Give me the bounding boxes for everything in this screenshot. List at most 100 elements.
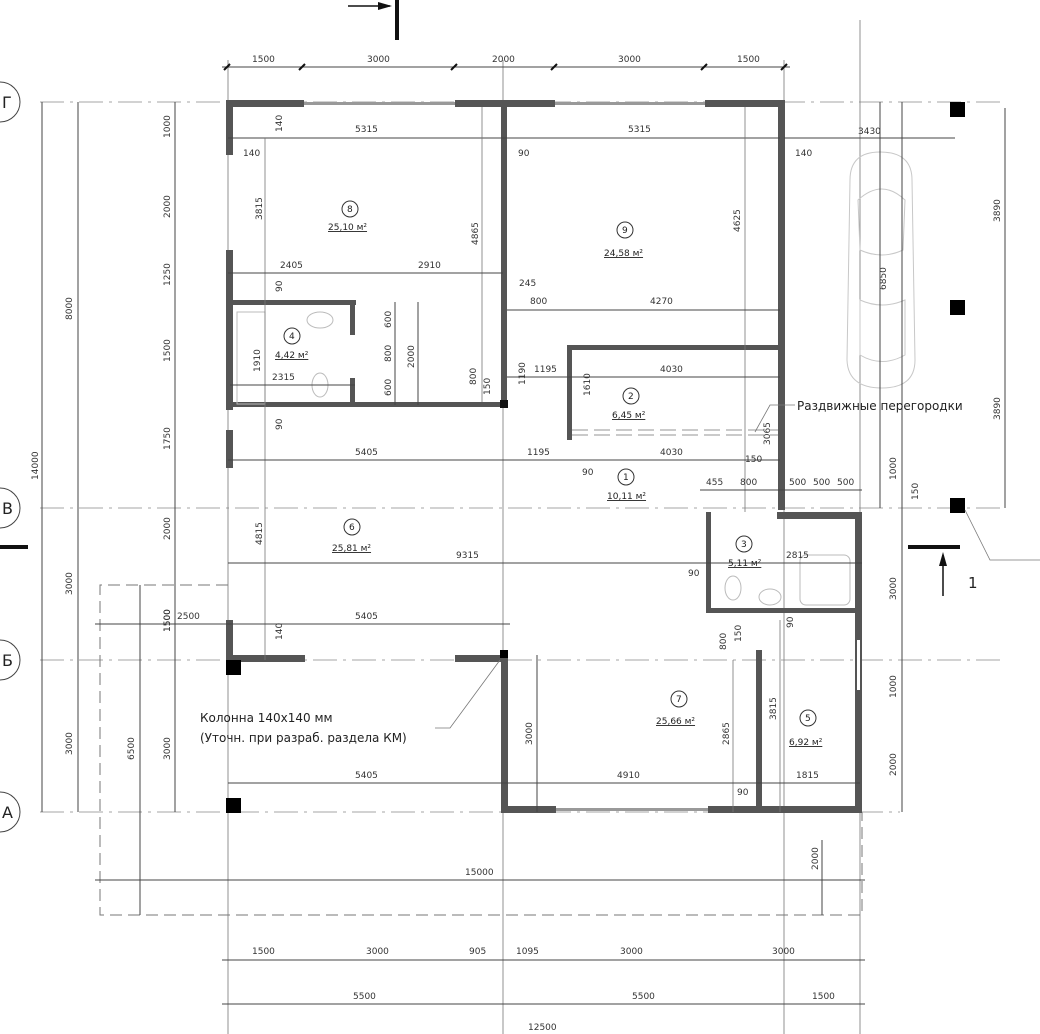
svg-text:4865: 4865	[471, 222, 481, 245]
svg-text:245: 245	[519, 279, 536, 289]
svg-text:3000: 3000	[525, 722, 535, 745]
room-tag-1: 1 10,11 м²	[607, 468, 646, 502]
svg-text:4: 4	[289, 332, 295, 342]
svg-text:2865: 2865	[722, 722, 732, 745]
svg-text:1500: 1500	[163, 609, 173, 632]
svg-text:1190: 1190	[518, 362, 528, 385]
svg-text:3000: 3000	[163, 737, 173, 760]
svg-text:6,92 м²: 6,92 м²	[789, 738, 823, 748]
svg-text:4030: 4030	[660, 448, 683, 458]
svg-text:1610: 1610	[583, 373, 593, 396]
svg-text:90: 90	[688, 569, 700, 579]
svg-text:14000: 14000	[31, 451, 41, 480]
svg-text:5500: 5500	[632, 992, 655, 1002]
svg-text:3890: 3890	[993, 397, 1003, 420]
note-column: Колонна 140х140 мм (Уточн. при разраб. р…	[200, 509, 1040, 745]
svg-text:1815: 1815	[796, 771, 819, 781]
svg-text:500: 500	[813, 478, 830, 488]
svg-text:1500: 1500	[252, 55, 275, 65]
svg-text:1000: 1000	[163, 115, 173, 138]
sliding-partition	[572, 429, 778, 436]
svg-text:4625: 4625	[733, 209, 743, 232]
svg-text:25,81 м²: 25,81 м²	[332, 544, 371, 554]
svg-text:140: 140	[795, 149, 812, 159]
svg-text:2405: 2405	[280, 261, 303, 271]
svg-text:Б: Б	[2, 651, 13, 670]
axis-bubble-g: Г	[0, 81, 21, 123]
svg-text:2: 2	[628, 392, 634, 402]
svg-text:6850: 6850	[879, 267, 889, 290]
dimension-chain-bottom: 15000 2000 1500 3000 905 1095 3000 3000 …	[95, 840, 865, 1033]
svg-text:5315: 5315	[355, 125, 378, 135]
svg-text:1195: 1195	[527, 448, 550, 458]
svg-text:2000: 2000	[407, 345, 417, 368]
room-tag-3: 3 5,11 м²	[728, 535, 762, 569]
svg-text:25,10 м²: 25,10 м²	[328, 223, 367, 233]
svg-text:6: 6	[349, 523, 355, 533]
svg-text:В: В	[2, 499, 13, 518]
svg-text:5500: 5500	[353, 992, 376, 1002]
svg-text:3000: 3000	[366, 947, 389, 957]
svg-text:500: 500	[837, 478, 854, 488]
car-icon	[846, 151, 916, 389]
svg-text:4,42 м²: 4,42 м²	[275, 351, 309, 361]
svg-text:25,66 м²: 25,66 м²	[656, 717, 695, 727]
svg-text:90: 90	[582, 468, 594, 478]
svg-text:2500: 2500	[177, 612, 200, 622]
svg-text:3815: 3815	[255, 197, 265, 220]
svg-text:1500: 1500	[812, 992, 835, 1002]
svg-text:3815: 3815	[769, 697, 779, 720]
interior-dimensions: 5315 5315 3815 4865 4625 2405 2910 1910 …	[95, 107, 862, 812]
svg-text:3000: 3000	[889, 577, 899, 600]
svg-text:1500: 1500	[163, 339, 173, 362]
note-sliding-partitions: Раздвижные перегородки	[754, 399, 963, 433]
svg-text:500: 500	[789, 478, 806, 488]
svg-text:1250: 1250	[163, 263, 173, 286]
room-tag-9: 9 24,58 м²	[604, 221, 643, 259]
svg-text:90: 90	[786, 616, 796, 628]
svg-text:4270: 4270	[650, 297, 673, 307]
svg-text:2000: 2000	[163, 195, 173, 218]
svg-text:А: А	[2, 803, 13, 822]
svg-text:3000: 3000	[620, 947, 643, 957]
svg-text:1500: 1500	[163, 609, 173, 632]
svg-text:150: 150	[483, 378, 493, 395]
svg-text:90: 90	[275, 418, 285, 430]
svg-text:3430: 3430	[858, 127, 881, 137]
svg-text:90: 90	[275, 280, 285, 292]
svg-text:4815: 4815	[255, 522, 265, 545]
svg-text:800: 800	[719, 633, 729, 650]
dimension-chain-top: 1500 3000 2000 3000 1500	[222, 55, 790, 71]
svg-text:1000: 1000	[889, 675, 899, 698]
svg-text:2000: 2000	[492, 55, 515, 65]
svg-text:455: 455	[706, 478, 723, 488]
svg-text:3000: 3000	[772, 947, 795, 957]
svg-text:5: 5	[805, 714, 811, 724]
svg-text:24,58 м²: 24,58 м²	[604, 249, 643, 259]
svg-text:600: 600	[384, 379, 394, 396]
axis-bubble-b: Б	[0, 639, 21, 681]
svg-text:1: 1	[623, 473, 629, 483]
svg-text:5405: 5405	[355, 771, 378, 781]
svg-text:8: 8	[347, 205, 353, 215]
room-tag-5: 5 6,92 м²	[789, 709, 823, 748]
svg-text:9: 9	[622, 226, 628, 236]
svg-text:15000: 15000	[465, 868, 494, 878]
svg-text:Колонна 140х140 мм: Колонна 140х140 мм	[200, 711, 333, 725]
svg-text:2000: 2000	[889, 753, 899, 776]
svg-text:1095: 1095	[516, 947, 539, 957]
svg-text:90: 90	[518, 149, 530, 159]
axis-grid-lines	[40, 20, 1000, 1034]
svg-text:5315: 5315	[628, 125, 651, 135]
svg-text:1910: 1910	[253, 349, 263, 372]
svg-text:1195: 1195	[534, 365, 557, 375]
svg-text:2000: 2000	[811, 847, 821, 870]
svg-text:140: 140	[243, 149, 260, 159]
svg-text:1500: 1500	[252, 947, 275, 957]
svg-text:800: 800	[469, 368, 479, 385]
room-tag-8: 8 25,10 м²	[328, 200, 367, 233]
svg-text:3000: 3000	[65, 572, 75, 595]
svg-text:3: 3	[741, 540, 747, 550]
svg-text:3890: 3890	[993, 199, 1003, 222]
